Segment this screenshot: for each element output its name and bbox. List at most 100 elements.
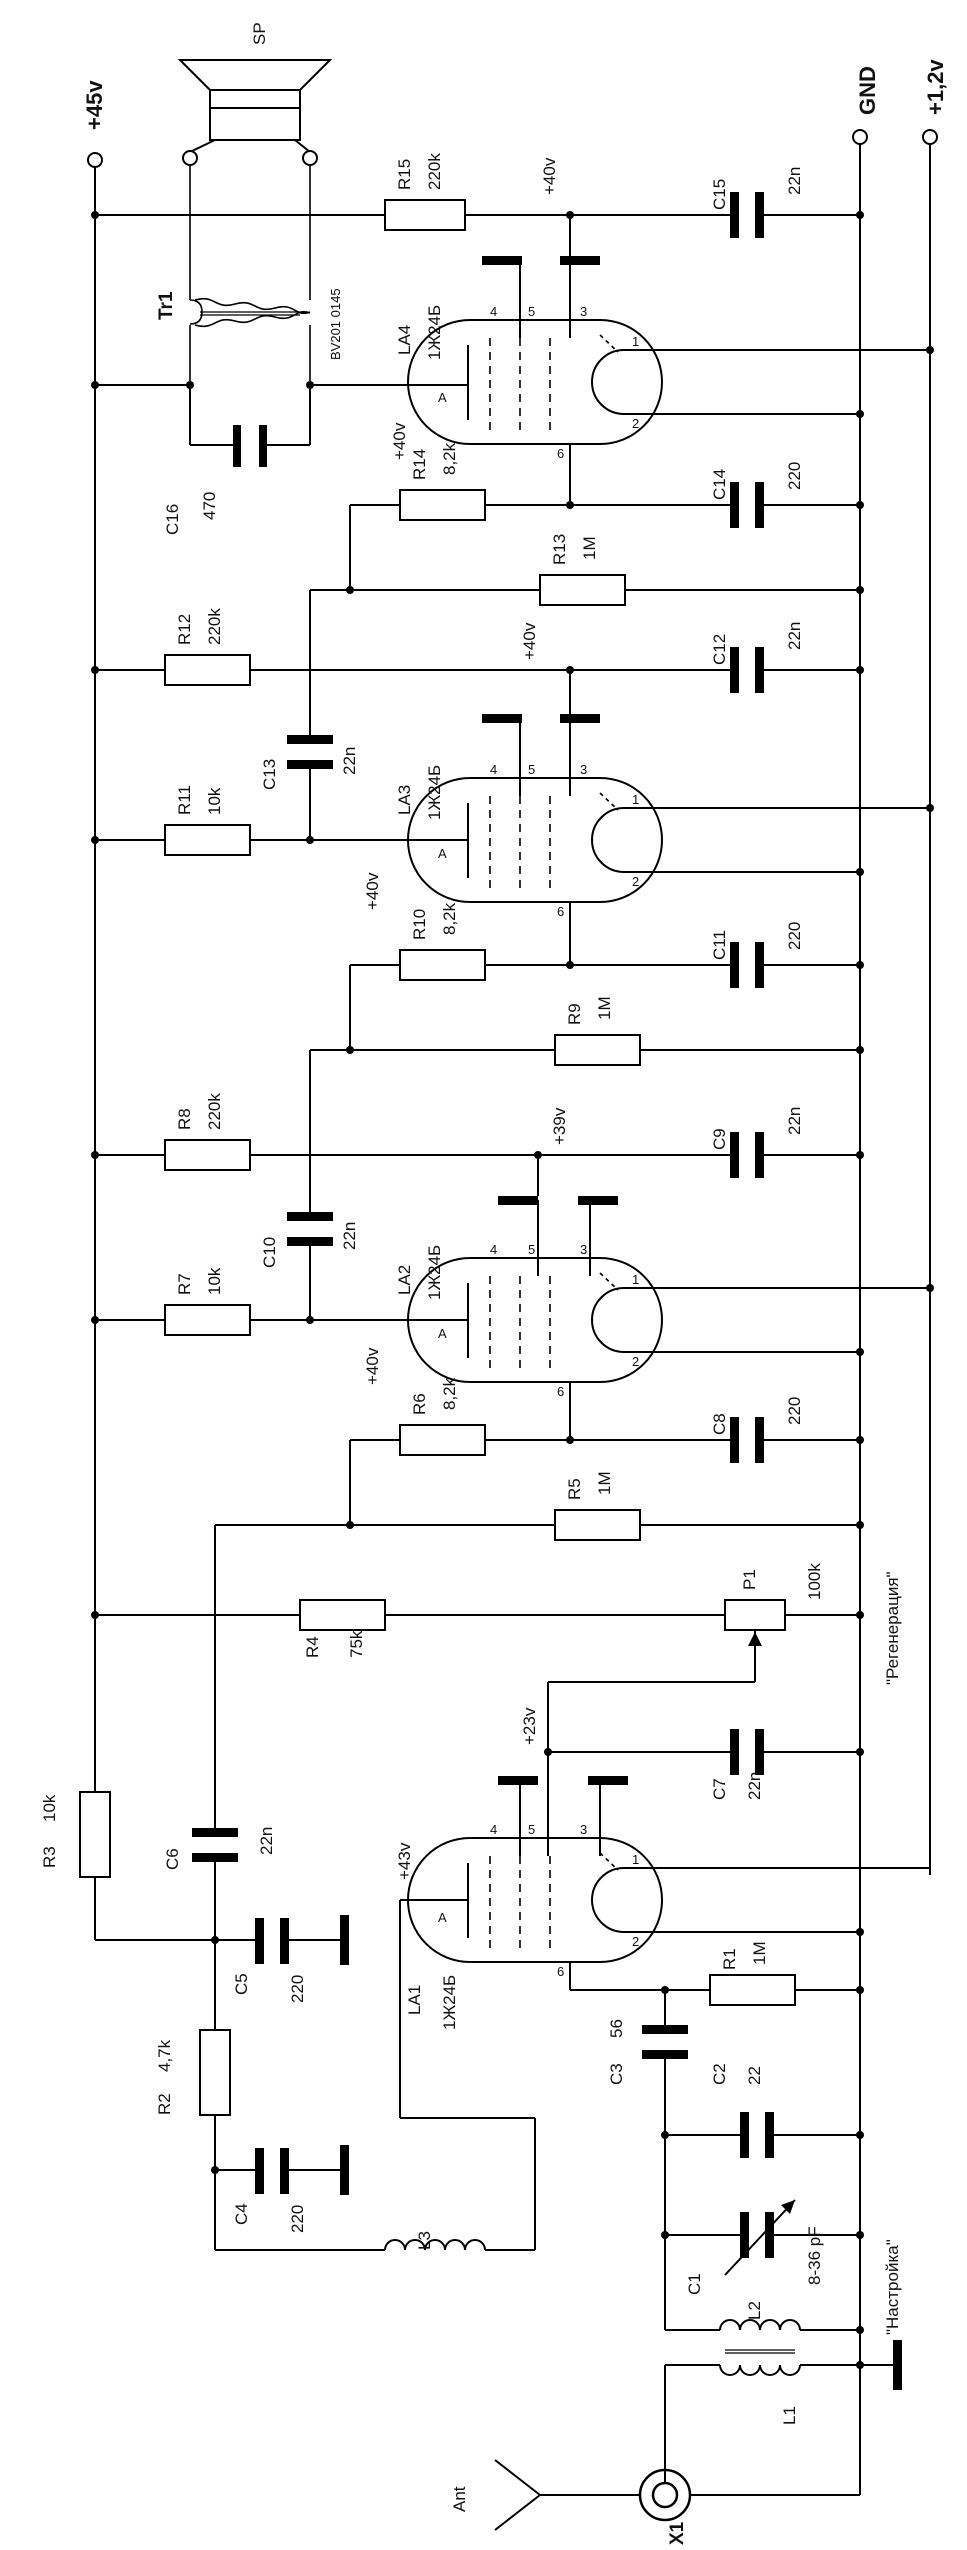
cap-c4: C4 220: [211, 2145, 349, 2233]
res-r2: R2 4,7k: [155, 1940, 231, 2250]
tube-la1: 4 5 3 1 2 6 A LA1 1Ж24Б +43v +23v C7 22n…: [395, 1707, 931, 2030]
r3-value: 10k: [40, 1794, 59, 1822]
c14-name: C14: [710, 469, 729, 500]
cap-c10: C10 22n: [260, 1195, 359, 1320]
c4-name: C4: [232, 2203, 251, 2225]
rail-gnd: GND: [852, 66, 880, 2418]
la1-pin-a: A: [438, 1910, 447, 1925]
l3-name: L3: [415, 2231, 434, 2250]
c9-name: C9: [710, 1128, 729, 1150]
r15-value: 220k: [425, 153, 444, 190]
r2-value: 4,7k: [155, 2039, 174, 2072]
la2-pin4: 4: [490, 1242, 497, 1257]
p1-value: 100k: [805, 1563, 824, 1600]
la4-pin5: 5: [528, 304, 535, 319]
ant-label: Ant: [450, 2486, 469, 2512]
rail-1-2v-label: +1,2v: [923, 59, 948, 115]
c10-value: 22n: [340, 1222, 359, 1250]
la1-screen-voltage: +23v: [520, 1707, 539, 1745]
r14-value: 8,2k: [440, 442, 459, 475]
tube-la3: 4 5 3 1 2 6 A LA3 1Ж24Б +40v: [363, 670, 934, 988]
c12-name: C12: [710, 634, 729, 665]
row-r4-p1: R4 75k P1 100k "Регенерация": [91, 1563, 902, 1772]
x1-label: X1: [667, 2521, 688, 2545]
r12-name: R12: [175, 614, 194, 645]
la4-pin6: 6: [557, 446, 564, 461]
c3-name: C3: [607, 2063, 626, 2085]
la2-name: LA2: [395, 1265, 414, 1295]
c4-value: 220: [288, 2205, 307, 2233]
r4-value: 75k: [347, 1630, 366, 1658]
la3-pin3: 3: [580, 762, 587, 777]
rail-45v-label: +45v: [82, 80, 107, 130]
tube-la2: 4 5 3 1 2 6 A LA2 1Ж24Б +40v: [363, 1155, 934, 1463]
transformer-tr1: Tr1 BV201 0145: [156, 165, 343, 385]
row-r6-c8: R6 8,2k C8 220: [349, 1377, 804, 1525]
row-r5: R5 1M: [214, 1471, 864, 1812]
la1-pin3: 3: [580, 1822, 587, 1837]
p1-name: P1: [740, 1569, 759, 1590]
c7-name: C7: [710, 1778, 729, 1800]
r7-name: R7: [175, 1273, 194, 1295]
row-r11: R11 10k: [91, 785, 450, 856]
r9-value: 1M: [595, 996, 614, 1020]
cap-c13: C13 22n: [260, 715, 359, 840]
la3-pin4: 4: [490, 762, 497, 777]
c6-name: C6: [163, 1848, 182, 1870]
la3-pin-a: A: [438, 846, 447, 861]
la1-pin5: 5: [528, 1822, 535, 1837]
la4-pin4: 4: [490, 304, 497, 319]
la1-anode-voltage: +43v: [395, 1842, 414, 1880]
c16-value: 470: [200, 492, 219, 520]
row-r14-c14: R14 8,2k C14 220: [349, 442, 804, 590]
la4-pin-a: A: [438, 390, 447, 405]
r8-name: R8: [175, 1108, 194, 1130]
la2-screen-voltage: +39v: [550, 1107, 569, 1145]
row-r10-c11: R10 8,2k C11 220: [349, 902, 804, 1050]
rail-1-2v: +1,2v: [922, 59, 948, 1875]
la2-pin5: 5: [528, 1242, 535, 1257]
la4-pin3: 3: [580, 304, 587, 319]
transformer-label: Tr1: [156, 291, 177, 320]
r13-value: 1M: [580, 536, 599, 560]
row-r7: R7 10k: [91, 1267, 450, 1336]
r3-name: R3: [40, 1846, 59, 1868]
r9-name: R9: [565, 1003, 584, 1025]
r13-name: R13: [550, 534, 569, 565]
la2-pin2: 2: [632, 1354, 639, 1369]
c2-value: 22: [745, 2066, 764, 2085]
transformer-code: BV201 0145: [328, 288, 343, 360]
r5-name: R5: [565, 1478, 584, 1500]
speaker-label: SP: [250, 22, 269, 45]
r11-name: R11: [175, 785, 194, 815]
r7-value: 10k: [205, 1267, 224, 1295]
c16-name: C16: [163, 504, 182, 535]
cap-c16: C16 470: [91, 381, 450, 535]
la4-name: LA4: [395, 325, 414, 355]
c6-value: 22n: [257, 1827, 276, 1855]
speaker-sp: SP: [177, 22, 333, 166]
c1-note: "Настройка": [883, 2239, 902, 2335]
r15-name: R15: [395, 159, 414, 190]
r10-name: R10: [410, 909, 429, 940]
la4-anode-voltage: +40v: [390, 422, 409, 460]
c5-name: C5: [232, 1973, 251, 1995]
la1-pin4: 4: [490, 1822, 497, 1837]
la2-type: 1Ж24Б: [425, 1245, 444, 1300]
c5-value: 220: [288, 1975, 307, 2003]
c15-value: 22n: [785, 167, 804, 195]
r6-name: R6: [410, 1393, 429, 1415]
c11-value: 220: [785, 922, 804, 950]
la3-screen-voltage: +40v: [520, 622, 539, 660]
r8-value: 220k: [205, 1093, 224, 1130]
rail-gnd-label: GND: [855, 66, 880, 115]
la1-name: LA1: [405, 1985, 424, 2015]
l1-name: L1: [780, 2406, 799, 2425]
la3-pin5: 5: [528, 762, 535, 777]
l2-name: L2: [745, 2301, 764, 2320]
r12-value: 220k: [205, 608, 224, 645]
la4-pin2: 2: [632, 416, 639, 431]
row-r15-c15: R15 220k +40v C15 22n: [91, 153, 864, 238]
r4-name: R4: [303, 1636, 322, 1658]
